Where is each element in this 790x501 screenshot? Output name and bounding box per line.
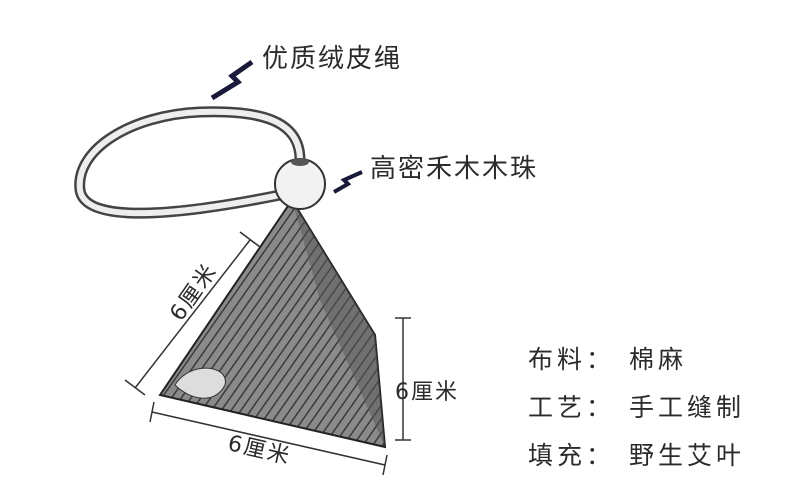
spec-filling: 填充： 野生艾叶 [528, 436, 759, 472]
zigzag-icon [210, 59, 254, 101]
right-dimension-label: 6厘米 [395, 380, 459, 405]
spec-craft: 工艺： 手工缝制 [528, 388, 759, 424]
spec-value: 棉麻 [629, 345, 688, 374]
spec-label: 填充： [528, 441, 616, 470]
spec-fabric: 布料： 棉麻 [528, 340, 701, 376]
bead-callout: 高密禾木木珠 [370, 154, 539, 184]
zigzag-icon [333, 170, 363, 194]
spec-value: 手工缝制 [629, 393, 746, 422]
wooden-bead [274, 158, 326, 210]
spec-label: 布料： [528, 345, 616, 374]
spec-label: 工艺： [528, 393, 616, 422]
spec-value: 野生艾叶 [629, 441, 746, 470]
rope-callout: 优质绒皮绳 [262, 44, 403, 74]
